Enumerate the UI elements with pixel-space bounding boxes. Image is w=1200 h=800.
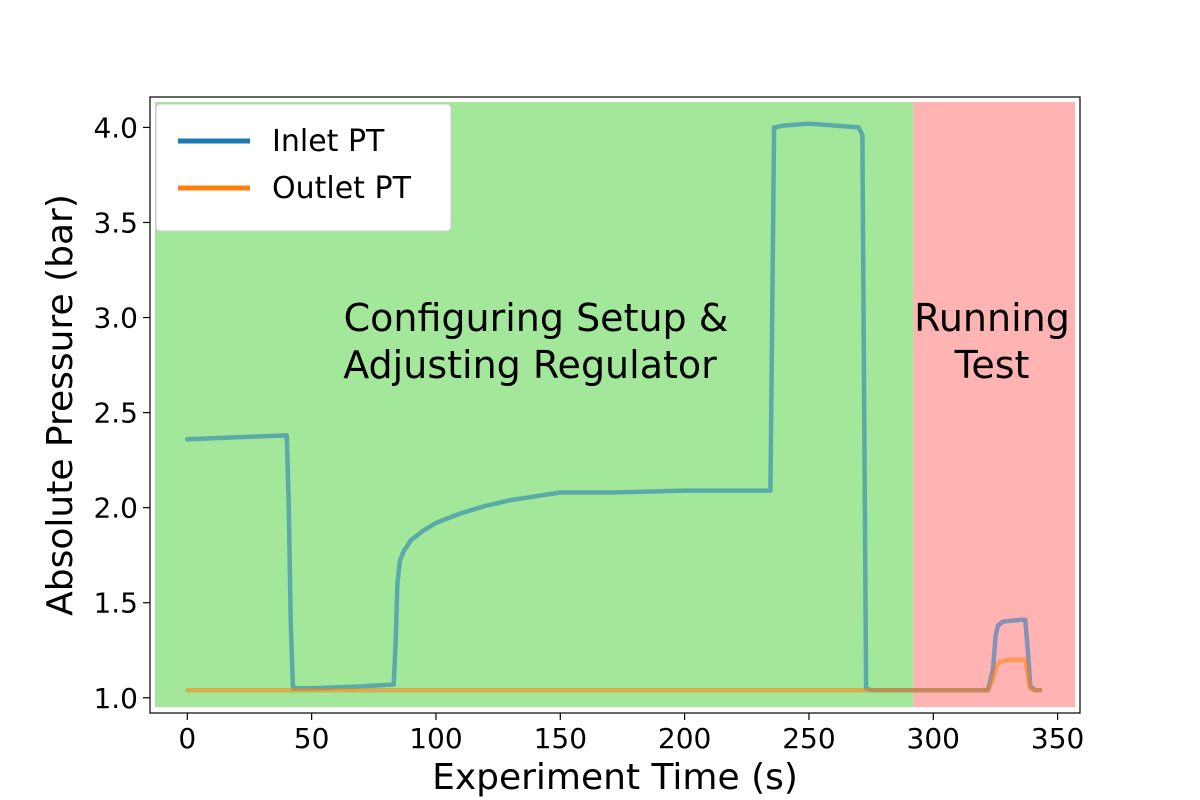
legend: Inlet PT Outlet PT [155,103,452,232]
x-axis-ticks: 0 50 100 150 200 250 300 350 [178,713,1084,755]
legend-box [155,103,452,232]
y-tick-label: 1.0 [93,682,138,715]
test-region-label-line-2: Test [954,343,1030,387]
y-tick-label: 2.0 [93,492,138,525]
setup-region-label-line-1: Configuring Setup & [344,296,729,340]
y-tick-label: 4.0 [93,111,138,144]
x-tick-label: 250 [782,722,835,755]
series-line-outlet-pt [185,657,1043,693]
legend-label-outlet: Outlet PT [272,171,412,206]
y-tick-label: 1.5 [93,587,138,620]
setup-region-label-line-2: Adjusting Regulator [343,343,717,387]
x-tick-label: 350 [1031,722,1084,755]
region-backgrounds [155,102,1076,707]
test-region-label-line-1: Running [914,296,1070,340]
y-axis-ticks: 1.0 1.5 2.0 2.5 3.0 3.5 4.0 [93,111,150,715]
x-tick-label: 50 [294,722,330,755]
x-tick-label: 150 [534,722,587,755]
y-tick-label: 3.0 [93,302,138,335]
legend-label-inlet: Inlet PT [272,124,385,159]
region-test [913,102,1076,707]
y-axis-label: Absolute Pressure (bar) [40,194,81,616]
x-tick-label: 0 [178,722,196,755]
x-tick-label: 200 [658,722,711,755]
x-axis-label: Experiment Time (s) [432,757,798,798]
x-tick-label: 100 [409,722,462,755]
series-lines [185,121,1043,693]
series-line-inlet-pt [185,121,1043,693]
y-tick-label: 3.5 [93,206,138,239]
x-tick-label: 300 [907,722,960,755]
plot-frame [149,96,1081,714]
y-tick-label: 2.5 [93,397,138,430]
